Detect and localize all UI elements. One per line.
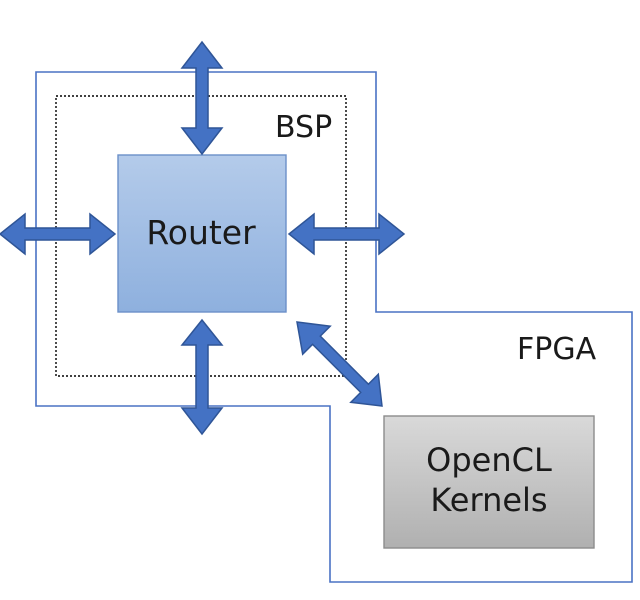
arrow-diagonal-double <box>296 321 383 407</box>
fpga-boundary <box>35 71 633 583</box>
router-label: Router <box>146 213 256 252</box>
opencl-kernels-label-line2: Kernels <box>430 481 547 519</box>
arrow-right-double <box>287 212 406 256</box>
arrow-left-double <box>0 212 117 256</box>
arrow-top-double <box>180 40 224 156</box>
opencl-kernels-label-line1: OpenCL <box>426 441 552 479</box>
bsp-label: BSP <box>275 110 332 145</box>
fpga-label: FPGA <box>517 332 597 367</box>
opencl-kernels-block <box>383 415 595 549</box>
arrows <box>0 40 406 436</box>
arrow-bottom-double <box>180 318 224 436</box>
router-block <box>117 154 287 313</box>
